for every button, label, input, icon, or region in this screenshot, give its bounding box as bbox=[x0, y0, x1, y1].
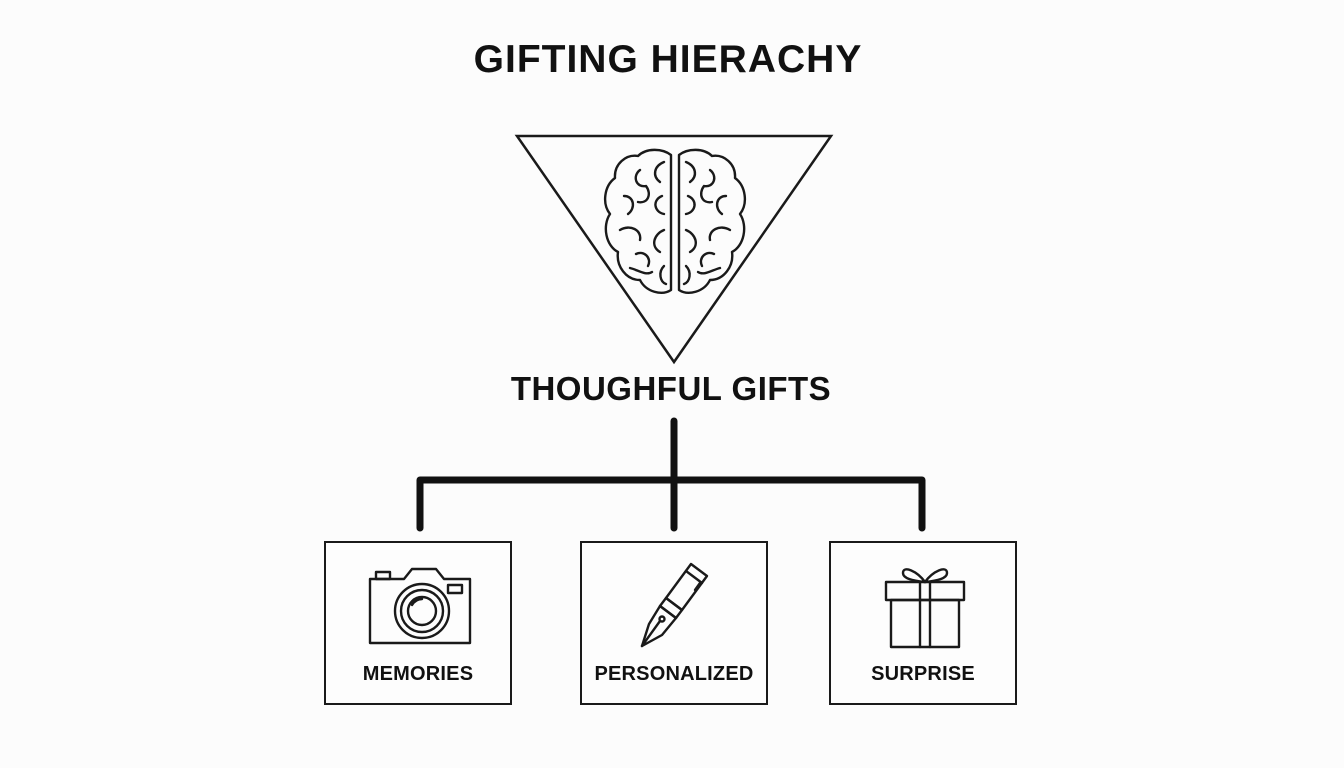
connector-lines bbox=[416, 417, 926, 532]
fountain-pen-icon bbox=[640, 562, 709, 648]
child-label: MEMORIES bbox=[362, 663, 474, 685]
brain-icon bbox=[603, 148, 747, 294]
branch-connector bbox=[416, 476, 926, 532]
root-triangle bbox=[514, 134, 834, 365]
child-label: PERSONALIZED bbox=[594, 663, 754, 685]
child-label: SURPRISE bbox=[871, 663, 975, 685]
child-node-personalized: PERSONALIZED bbox=[580, 541, 768, 705]
root-node-label: THOUGHFUL GIFTS bbox=[510, 370, 832, 407]
child-node-memories: MEMORIES bbox=[324, 541, 512, 705]
camera-icon bbox=[368, 567, 472, 645]
diagram-title: GIFTING HIERACHY bbox=[473, 38, 863, 81]
gift-box-icon bbox=[884, 568, 966, 649]
child-node-surprise: SURPRISE bbox=[829, 541, 1017, 705]
